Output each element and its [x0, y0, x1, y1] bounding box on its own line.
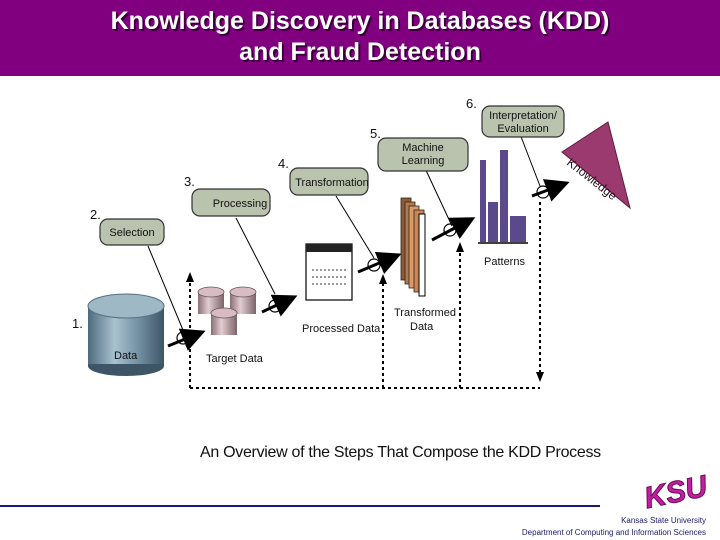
title-bar: Knowledge Discovery in Databases (KDD) a…	[0, 0, 720, 76]
step-6-label-2: Evaluation	[497, 123, 548, 135]
step-2-selection: 2. Selection	[90, 207, 165, 246]
step-2-label: Selection	[109, 227, 154, 239]
processed-data-label: Processed Data	[302, 323, 381, 335]
kdd-diagram: 2. Selection 3. Processing 4. Transforma…	[72, 96, 631, 389]
ksu-logo: KSU	[641, 469, 712, 510]
title-line-1: Knowledge Discovery in Databases (KDD)	[110, 7, 610, 35]
diagram-caption: An Overview of the Steps That Compose th…	[200, 444, 601, 461]
data-database: 1. Data	[72, 293, 165, 376]
arrow-4	[431, 217, 476, 242]
step-5-number: 5.	[370, 126, 381, 141]
footer-university: Kansas State University	[621, 516, 706, 525]
footer-rule	[0, 505, 600, 507]
arrow-1-circle	[176, 331, 190, 345]
arrow-4-circle	[443, 223, 457, 237]
processed-data-icon: Processed Data	[302, 243, 381, 335]
arrow-1	[167, 328, 206, 351]
data-label: Data	[114, 350, 138, 362]
step-4-transformation: 4. Transformation	[278, 156, 369, 196]
arrow-2-circle	[268, 299, 282, 313]
svg-text:KSU: KSU	[641, 470, 711, 510]
target-data-icon: Target Data	[197, 286, 264, 365]
step-6-interpretation: 6. Interpretation/ Evaluation	[466, 96, 565, 138]
step-3-number: 3.	[184, 174, 195, 189]
transformed-data-label-2: Data	[410, 321, 434, 333]
transformed-data-icon: Transformed Data	[394, 197, 456, 333]
knowledge-icon: Knowledge	[561, 121, 631, 210]
arrow-3	[357, 251, 402, 275]
step-4-number: 4.	[278, 156, 289, 171]
step-3-label: Processing	[213, 198, 267, 210]
step-6-number: 6.	[466, 96, 477, 111]
pointer-lines	[147, 133, 541, 331]
target-data-label: Target Data	[206, 353, 264, 365]
footer-department: Department of Computing and Information …	[521, 528, 706, 537]
arrow-5-circle	[536, 185, 550, 199]
step-2-number: 2.	[90, 207, 101, 222]
feedback-arrowheads	[186, 242, 544, 382]
step-5-label: Machine	[402, 142, 444, 154]
step-1-number: 1.	[72, 316, 83, 331]
patterns-icon: Patterns	[478, 150, 528, 268]
transformed-data-label-1: Transformed	[394, 307, 456, 319]
title-line-2: and Fraud Detection	[239, 38, 481, 66]
step-6-label: Interpretation/	[489, 110, 558, 122]
step-4-label: Transformation	[295, 177, 369, 189]
step-5-machine-learning: 5. Machine Learning	[370, 126, 469, 172]
arrow-3-circle	[367, 258, 381, 272]
arrow-2	[261, 294, 298, 317]
step-5-label-2: Learning	[402, 155, 445, 167]
step-3-processing: 3. Processing	[184, 174, 271, 217]
patterns-label: Patterns	[484, 256, 525, 268]
